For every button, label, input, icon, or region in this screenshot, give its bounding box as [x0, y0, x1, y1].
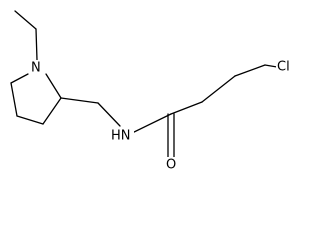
bond-carbonyl-ca: [170, 101, 203, 115]
bond-c2-ch2: [60, 97, 99, 104]
amide-nh-label: HN: [111, 129, 131, 144]
carbonyl-oxygen-label: O: [166, 158, 176, 173]
chlorine-label: Cl: [277, 60, 290, 75]
bond-ring-c3-c4: [16, 115, 44, 125]
bond-ca-cb: [201, 75, 236, 103]
bond-ring-n-c2: [45, 73, 62, 99]
pyrrolidine-nitrogen-label: N: [31, 61, 41, 76]
bond-ring-c4-c5: [10, 82, 18, 117]
bond-ethyl-ch3-ch2: [14, 10, 37, 30]
bond-nh-carbonyl: [129, 113, 172, 135]
bond-cb-cc: [234, 64, 266, 77]
bond-ethyl-ch2-n: [35, 28, 38, 61]
bond-cc-cl: [264, 64, 278, 68]
chemical-structure: N HN O Cl: [10, 10, 290, 173]
bond-ch2-c: [97, 102, 121, 127]
bond-ring-c5-n: [10, 73, 29, 84]
bond-ring-c2-c3: [42, 97, 62, 125]
